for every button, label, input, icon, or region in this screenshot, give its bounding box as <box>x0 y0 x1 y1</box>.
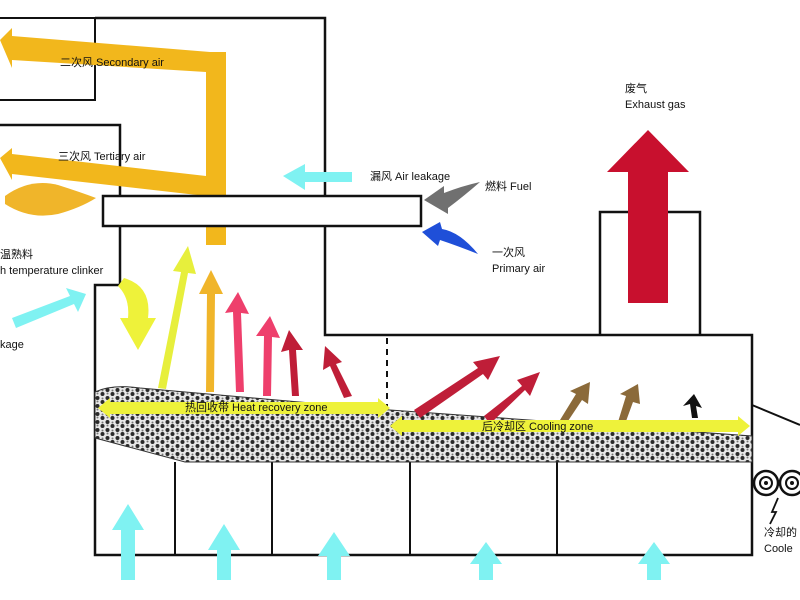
heat-arrow-red-1 <box>281 330 303 396</box>
cool-arrow-red-1 <box>414 356 500 418</box>
cooling-air-inlets <box>112 504 670 580</box>
heat-recovery-zone-arrow <box>98 398 390 418</box>
label-clinker-en: h temperature clinker <box>0 265 104 277</box>
label-primary-air-en: Primary air <box>492 263 546 275</box>
burner-pipe <box>101 194 423 228</box>
label-cooler-cn: 冷却的 <box>764 525 797 539</box>
heat-arrow-yellow <box>158 246 196 389</box>
labels: 二次风 Secondary air 三次风 Tertiary air 漏风 Ai… <box>0 55 797 555</box>
grate-compartment-walls <box>174 462 558 555</box>
label-tertiary-air: 三次风 Tertiary air <box>58 149 146 163</box>
heat-arrow-pink-2 <box>256 316 280 396</box>
heat-arrow-red-2 <box>323 346 352 398</box>
clinker-crusher-icon <box>752 469 800 525</box>
cool-arrow-brown-1 <box>560 382 590 424</box>
cool-arrow-red-2 <box>484 372 540 424</box>
label-clinker-cn: 温熟料 <box>0 247 33 261</box>
heat-arrow-orange <box>199 270 223 392</box>
cool-arrow-black <box>683 394 702 418</box>
label-exhaust-cn: 废气 <box>625 81 647 95</box>
cooling-arrows <box>414 356 702 424</box>
label-air-leakage: 漏风 Air leakage <box>370 170 450 183</box>
inlet-arrow-3 <box>318 532 350 580</box>
cooling-zone-arrow <box>390 416 750 436</box>
label-primary-air-cn: 一次风 <box>492 245 525 259</box>
heat-arrow-pink-1 <box>225 292 249 392</box>
flame-shape <box>5 183 96 216</box>
primary-air-arrow <box>422 222 478 254</box>
label-exhaust-en: Exhaust gas <box>625 99 686 111</box>
air-leakage-arrow-top <box>283 164 352 190</box>
inlet-arrow-1 <box>112 504 144 580</box>
cool-arrow-brown-2 <box>618 384 640 424</box>
label-cooler-en: Coole <box>764 543 793 555</box>
air-leakage-arrow-left <box>12 288 86 328</box>
inlet-arrow-2 <box>208 524 240 580</box>
fuel-arrow <box>424 182 480 214</box>
label-cooling-zone: 后冷却区 Cooling zone <box>482 420 593 433</box>
exhaust-gas-arrow <box>607 130 689 303</box>
label-leakage-left: kage <box>0 339 24 351</box>
heat-arrows <box>158 246 352 398</box>
inlet-arrow-5 <box>638 542 670 580</box>
label-secondary-air: 二次风 Secondary air <box>60 55 164 69</box>
label-heat-recovery-zone: 热回收带 Heat recovery zone <box>185 400 327 414</box>
inlet-arrow-4 <box>470 542 502 580</box>
hot-clinker-arrow <box>118 278 156 350</box>
label-fuel: 燃料 Fuel <box>485 179 531 193</box>
air-duct <box>0 28 226 245</box>
